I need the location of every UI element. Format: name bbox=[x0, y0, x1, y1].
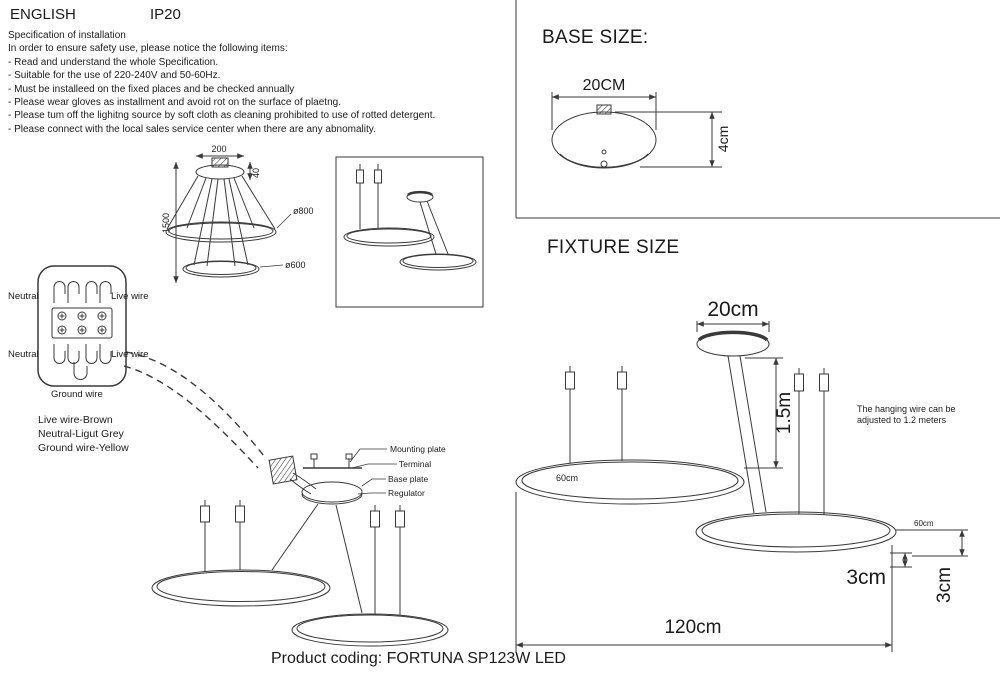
spec-intro: In order to ensure safety use, please no… bbox=[8, 43, 288, 55]
legend-neutral: Neutral-Ligut Grey bbox=[38, 427, 124, 440]
base-height-label: 4cm bbox=[715, 126, 731, 152]
spec-item: - Please wear gloves as installment and … bbox=[8, 97, 341, 109]
base-plate-label: Base plate bbox=[388, 474, 429, 484]
wiring-live-top-label: Live wire bbox=[111, 291, 149, 302]
ip-rating-label: IP20 bbox=[150, 6, 181, 23]
base-size-drawing: 20CM 4cm bbox=[551, 77, 731, 169]
spec-item: - Please tum off the lighitng source by … bbox=[8, 110, 436, 122]
drop-height-dim: 1500 bbox=[161, 213, 171, 233]
wire-length-label: 1.5m bbox=[774, 392, 795, 434]
section-divider-lines bbox=[515, 0, 1000, 219]
wiring-neutral-bottom-label: Neutral bbox=[8, 349, 39, 360]
wire-color-legend: Live wire-Brown Neutral-Ligut Grey Groun… bbox=[38, 414, 129, 455]
top-width-dim: 200 bbox=[211, 144, 226, 154]
dimension-drawing: 200 40 1500 ø8 bbox=[161, 144, 314, 284]
fixture-size-drawing: 20cm 1.5m bbox=[515, 298, 968, 652]
ring-right-size-label: 60cm bbox=[914, 519, 934, 528]
pendant-drawing bbox=[151, 500, 449, 647]
product-coding: Product coding: FORTUNA SP123W LED bbox=[271, 650, 566, 667]
terminal-label: Terminal bbox=[399, 459, 432, 469]
gap-label: 3cm bbox=[846, 566, 886, 589]
spec-section: Specification of installation In order t… bbox=[8, 29, 435, 136]
base-size-title: BASE SIZE: bbox=[542, 27, 649, 48]
regulator-label: Regulator bbox=[388, 488, 425, 498]
spec-item: - Read and understand the whole Specific… bbox=[8, 56, 219, 68]
legend-ground: Ground wire-Yellow bbox=[38, 441, 129, 454]
wiring-neutral-top-label: Neutral bbox=[8, 291, 39, 302]
mounting-assembly-drawing bbox=[268, 448, 397, 505]
overview-box-drawing bbox=[335, 156, 484, 308]
spec-item: - Suitable for the use of 220-240V and 5… bbox=[8, 70, 221, 82]
spec-item: - Must be installeed on the fixed places… bbox=[8, 83, 295, 95]
ring-left-size-label: 60cm bbox=[556, 473, 578, 483]
spec-item: - Please connect with the local sales se… bbox=[8, 123, 376, 135]
wiring-diagram bbox=[37, 265, 265, 469]
spec-title: Specification of installation bbox=[8, 30, 126, 41]
tube-height-label: 3cm bbox=[934, 567, 955, 603]
hanging-wire-note: The hanging wire can be adjusted to 1.2 … bbox=[857, 404, 956, 425]
canopy-height-dim: 40 bbox=[251, 168, 261, 178]
wiring-ground-label: Ground wire bbox=[51, 389, 103, 400]
wiring-live-bottom-label: Live wire bbox=[111, 349, 149, 360]
language-label: ENGLISH bbox=[10, 6, 76, 23]
fixture-canopy-width-label: 20cm bbox=[707, 298, 758, 321]
ring-large-dim: ø800 bbox=[293, 206, 314, 216]
fixture-size-title: FIXTURE SIZE bbox=[547, 237, 680, 258]
ring-small-dim: ø600 bbox=[285, 260, 306, 270]
legend-live: Live wire-Brown bbox=[38, 414, 113, 426]
base-width-label: 20CM bbox=[583, 77, 626, 94]
mounting-plate-label: Mounting plate bbox=[390, 444, 446, 454]
total-width-label: 120cm bbox=[664, 617, 721, 638]
